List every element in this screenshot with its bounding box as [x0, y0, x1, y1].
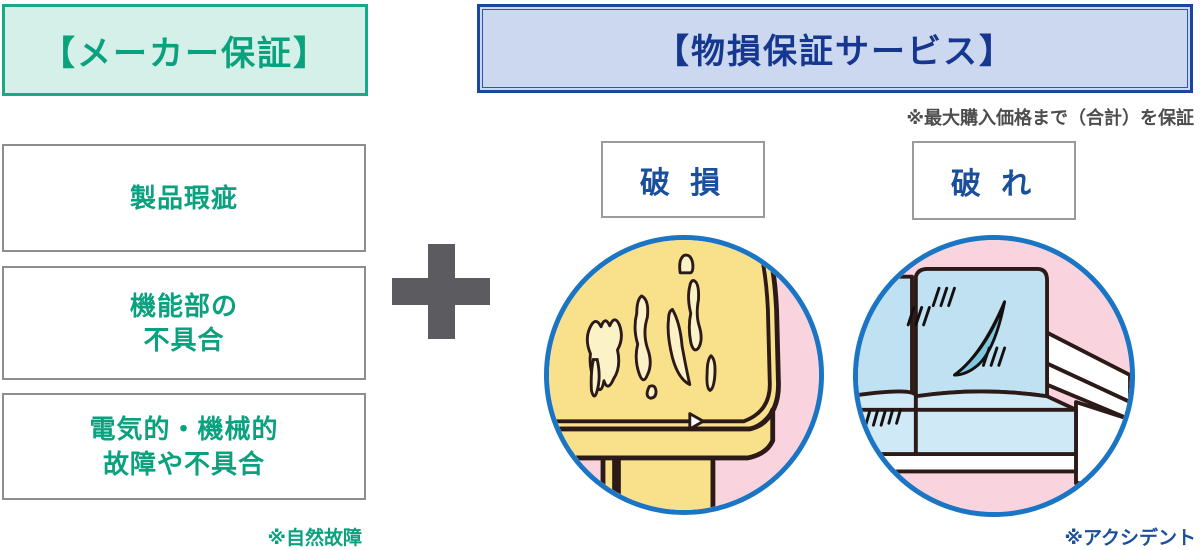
coverage-box-product-defect: 製品瑕疵 — [2, 144, 366, 252]
damage-type-box-breakage: 破 損 — [601, 141, 765, 218]
coverage-line-1: 製品瑕疵 — [129, 182, 238, 213]
damage-warranty-header: 【物損保証サービス】 — [477, 4, 1193, 93]
plus-icon-horizontal-bar — [392, 278, 490, 305]
torn-sofa-icon — [858, 240, 1130, 512]
damage-warranty-title: 【物損保証サービス】 — [655, 33, 1015, 71]
coverage-line-1: 機能部の — [129, 290, 238, 321]
damage-type-label: 破 損 — [639, 166, 727, 200]
coverage-box-text: 製品瑕疵 — [130, 181, 238, 215]
coverage-box-functional-failure: 機能部の 不具合 — [2, 266, 366, 380]
coverage-box-text: 電気的・機械的 故障や不具合 — [89, 412, 278, 481]
coverage-box-electrical-mechanical-failure: 電気的・機械的 故障や不具合 — [2, 393, 366, 500]
scratched-table-icon — [549, 240, 819, 510]
torn-sofa-illustration — [853, 235, 1135, 517]
accident-note: ※アクシデント — [1064, 528, 1196, 549]
damage-type-label: 破 れ — [950, 167, 1038, 201]
coverage-line-2: 故障や不具合 — [102, 448, 265, 479]
max-purchase-price-note: ※最大購入価格まで（合計）を保証 — [906, 108, 1195, 128]
natural-failure-note: ※自然故障 — [267, 528, 362, 549]
plus-icon — [392, 244, 490, 339]
maker-warranty-header: 【メーカー保証】 — [2, 4, 368, 96]
scratched-table-illustration — [544, 235, 824, 515]
damage-type-box-tear: 破 れ — [912, 141, 1076, 220]
coverage-line-2: 不具合 — [143, 325, 225, 355]
coverage-line-1: 電気的・機械的 — [89, 414, 279, 445]
maker-warranty-title: 【メーカー保証】 — [41, 34, 329, 73]
coverage-box-text: 機能部の 不具合 — [130, 289, 238, 358]
